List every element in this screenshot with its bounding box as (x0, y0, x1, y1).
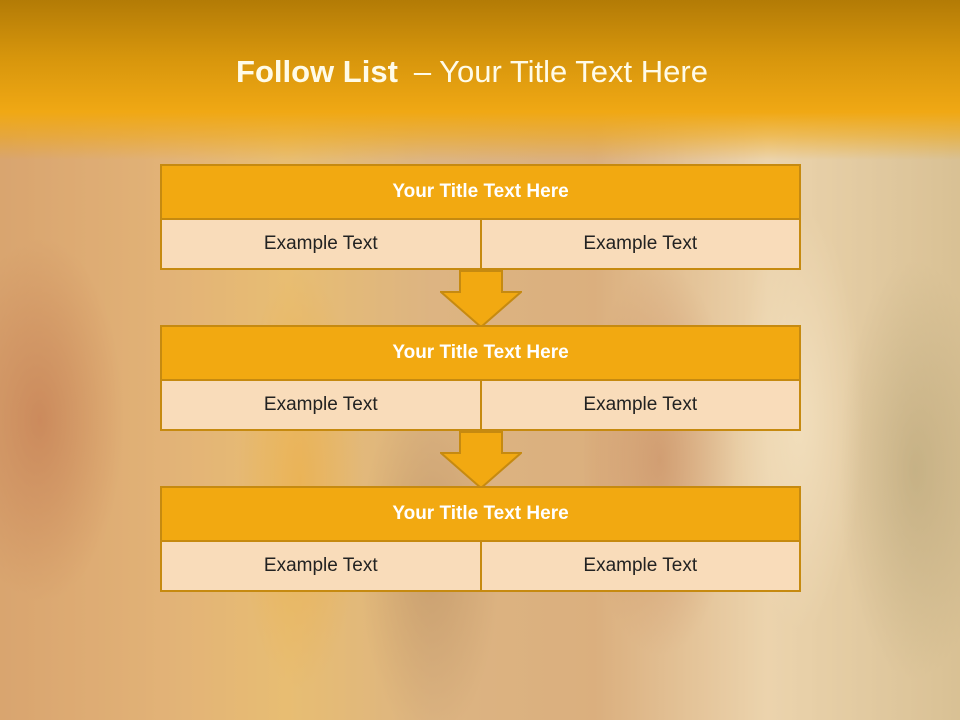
slide-title-dash: – (413, 54, 432, 89)
title-banner (0, 0, 960, 160)
step-cell-right: Example Text (481, 542, 801, 592)
down-arrow-icon (440, 431, 522, 489)
step-title: Your Title Text Here (160, 164, 801, 220)
down-arrow-icon (440, 270, 522, 328)
step-cell-right: Example Text (481, 381, 801, 431)
slide-title-rest: Your Title Text Here (439, 54, 708, 89)
slide-title: Follow List–Your Title Text Here (0, 54, 944, 90)
step-block-2: Your Title Text Here Example Text Exampl… (160, 325, 801, 431)
step-block-1: Your Title Text Here Example Text Exampl… (160, 164, 801, 270)
step-title: Your Title Text Here (160, 486, 801, 542)
step-row: Example Text Example Text (160, 542, 801, 592)
step-cell-left: Example Text (160, 220, 482, 270)
step-block-3: Your Title Text Here Example Text Exampl… (160, 486, 801, 592)
step-cell-left: Example Text (160, 542, 482, 592)
step-cell-right: Example Text (481, 220, 801, 270)
slide-title-bold: Follow List (236, 54, 398, 89)
step-title: Your Title Text Here (160, 325, 801, 381)
step-row: Example Text Example Text (160, 381, 801, 431)
step-row: Example Text Example Text (160, 220, 801, 270)
step-cell-left: Example Text (160, 381, 482, 431)
